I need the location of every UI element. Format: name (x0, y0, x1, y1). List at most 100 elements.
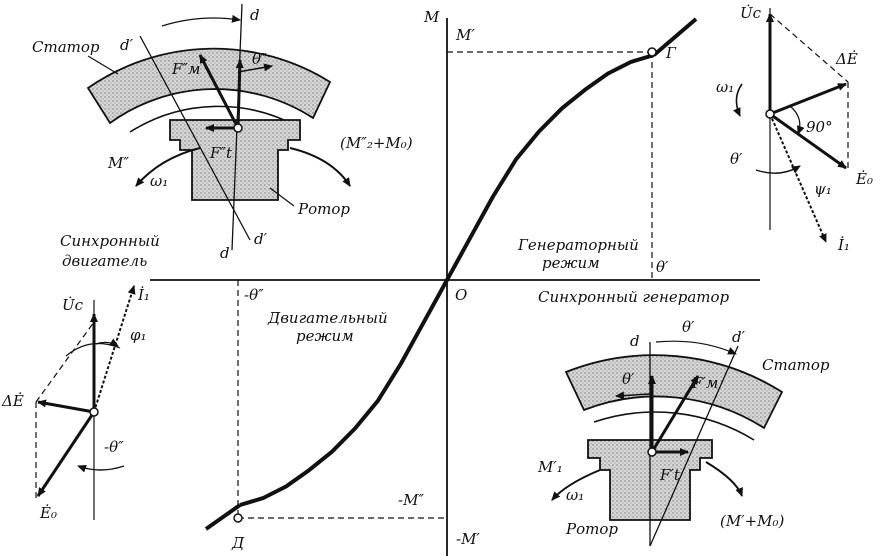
generator-stator-label: Статор (762, 356, 830, 374)
motor-FM-vector (198, 54, 240, 129)
motor-theta-vector (235, 59, 244, 129)
motor-load-arrow (289, 147, 351, 187)
motor-FM-label: F″м (171, 60, 200, 78)
origin-label: O (455, 286, 467, 304)
gp-omega-label: ω₁ (716, 78, 734, 96)
mp-I1-vector (93, 285, 136, 413)
gp-E0-label: Ė₀ (855, 170, 873, 188)
region-labels: Генераторный режим Двигательный режим Си… (60, 232, 639, 345)
gp-I1-label: İ₁ (837, 236, 850, 254)
gp-theta-label: θ′ (730, 150, 743, 168)
generator-theta-top-label: θ′ (682, 318, 695, 336)
sync-motor-line1: Синхронный (60, 232, 160, 250)
angle-curve-tail-lower (204, 503, 242, 531)
axes: M M′ -M′ O -θ″ θ′ -M″ Синхронный генерат… (150, 8, 760, 556)
gp-angle-label: 90° (806, 118, 833, 136)
mp-I1-label: İ₁ (137, 286, 150, 304)
generator-d-prime-label: d′ (732, 328, 746, 346)
mp-theta-arc (77, 464, 125, 473)
generator-field-arrow (615, 391, 651, 400)
generator-d-prime-axis (649, 345, 739, 547)
motor-d-prime-axis (139, 35, 251, 241)
mp-origin (89, 407, 99, 417)
point-lower-label: Д (231, 534, 245, 552)
motor-machine-sketch: Статор Ротор d d′ d d′ F″м F″t θ″ M″ ω₁ … (32, 3, 413, 262)
motor-M-arrow (135, 147, 201, 187)
gp-Uc-label: U̇c (740, 4, 762, 22)
neg-M-double-label: -M″ (398, 491, 424, 509)
generator-d-label: d (630, 332, 640, 350)
generator-M-arrow (551, 469, 601, 501)
generator-omega-label: ω₁ (566, 486, 584, 504)
generator-mode-line1: Генераторный (517, 236, 639, 254)
motor-stator (86, 47, 332, 125)
motor-phasor-diagram: U̇c İ₁ φ₁ ΔĖ -θ″ Ė₀ (1, 285, 150, 522)
mp-upper-arc (65, 342, 121, 357)
gp-dE-label: ΔĖ (835, 50, 858, 68)
x-axis-label: Синхронный генератор (538, 288, 730, 306)
motor-theta-arc (161, 14, 241, 27)
point-lower-marker (233, 513, 243, 523)
generator-load-label: (M′+M₀) (720, 512, 785, 530)
pos-theta-label: θ′ (656, 258, 669, 276)
motor-d-prime-bottom-label: d′ (254, 230, 268, 248)
motor-d-prime-label: d′ (120, 36, 134, 54)
gp-right-angle-arc (789, 105, 805, 135)
gp-omega-arrow (733, 83, 743, 117)
generator-rotor-center (647, 447, 657, 457)
angle-curve (239, 53, 655, 507)
motor-airgap-arc (129, 105, 301, 133)
mp-E0-label: Ė₀ (39, 504, 57, 522)
generator-mode-line2: режим (542, 254, 600, 272)
generator-Ft-label: F′t (659, 466, 681, 484)
generator-machine-sketch: Статор Ротор d d′ θ′ θ′ F′м F′t M′₁ ω₁ (… (537, 318, 830, 547)
motor-stator-label: Статор (32, 38, 100, 56)
mp-E0-vector (36, 411, 96, 497)
motor-load-label: (M″₂+M₀) (340, 134, 413, 152)
generator-theta-label: θ′ (622, 370, 635, 388)
mp-dE-label: ΔĖ (1, 392, 24, 410)
mp-psi-label: φ₁ (130, 326, 147, 344)
motor-rotor-center (233, 123, 243, 133)
gp-I1-vector (769, 113, 827, 243)
generator-FM-vector (650, 375, 700, 453)
generator-rotor-label: Ротор (565, 520, 618, 538)
mp-dashed-top (35, 321, 95, 403)
gp-dE-vector (769, 82, 847, 116)
gp-psi-label: ψ₁ (814, 180, 832, 198)
guide-lines (237, 51, 653, 519)
motor-omega-label: ω₁ (150, 172, 168, 190)
neg-theta-label: -θ″ (244, 286, 264, 304)
gp-theta-arc (755, 165, 801, 174)
motor-field-arrow (237, 63, 273, 73)
generator-FM-label: F′м (691, 374, 718, 392)
gp-E0-vector (769, 112, 847, 170)
motor-rotor-label: Ротор (297, 200, 350, 218)
motor-mode-line1: Двигательный (267, 309, 388, 327)
generator-load-arrow (705, 461, 743, 497)
motor-mode-line2: режим (296, 327, 354, 345)
angle-characteristic (204, 17, 698, 531)
mp-dE-vector (37, 399, 95, 414)
y-top-label: M′ (455, 26, 475, 44)
rotor-pointer-line (269, 187, 295, 207)
generator-phasor-diagram: U̇c ΔĖ ω₁ 90° θ′ ψ₁ Ė₀ İ₁ (716, 4, 873, 254)
motor-Ft-label: F″t (209, 144, 233, 162)
generator-stator (564, 354, 784, 430)
angle-curve-tail-upper (652, 17, 698, 57)
gp-dashed-top (769, 13, 849, 83)
mp-theta-label: -θ″ (104, 438, 124, 456)
motor-M-label: M″ (107, 154, 129, 172)
point-upper-label: Г (665, 44, 677, 62)
generator-theta-arc (655, 340, 737, 355)
y-axis-label: M (423, 8, 440, 26)
motor-d-bottom-label: d (220, 244, 230, 262)
gp-origin (765, 109, 775, 119)
y-bottom-label: -M′ (456, 530, 480, 548)
stator-pointer-line (87, 55, 119, 75)
motor-rotor (169, 119, 301, 201)
sync-motor-line2: двигатель (62, 252, 147, 270)
motor-theta-label: θ″ (252, 50, 267, 68)
mp-Uc-label: U̇c (62, 296, 84, 314)
